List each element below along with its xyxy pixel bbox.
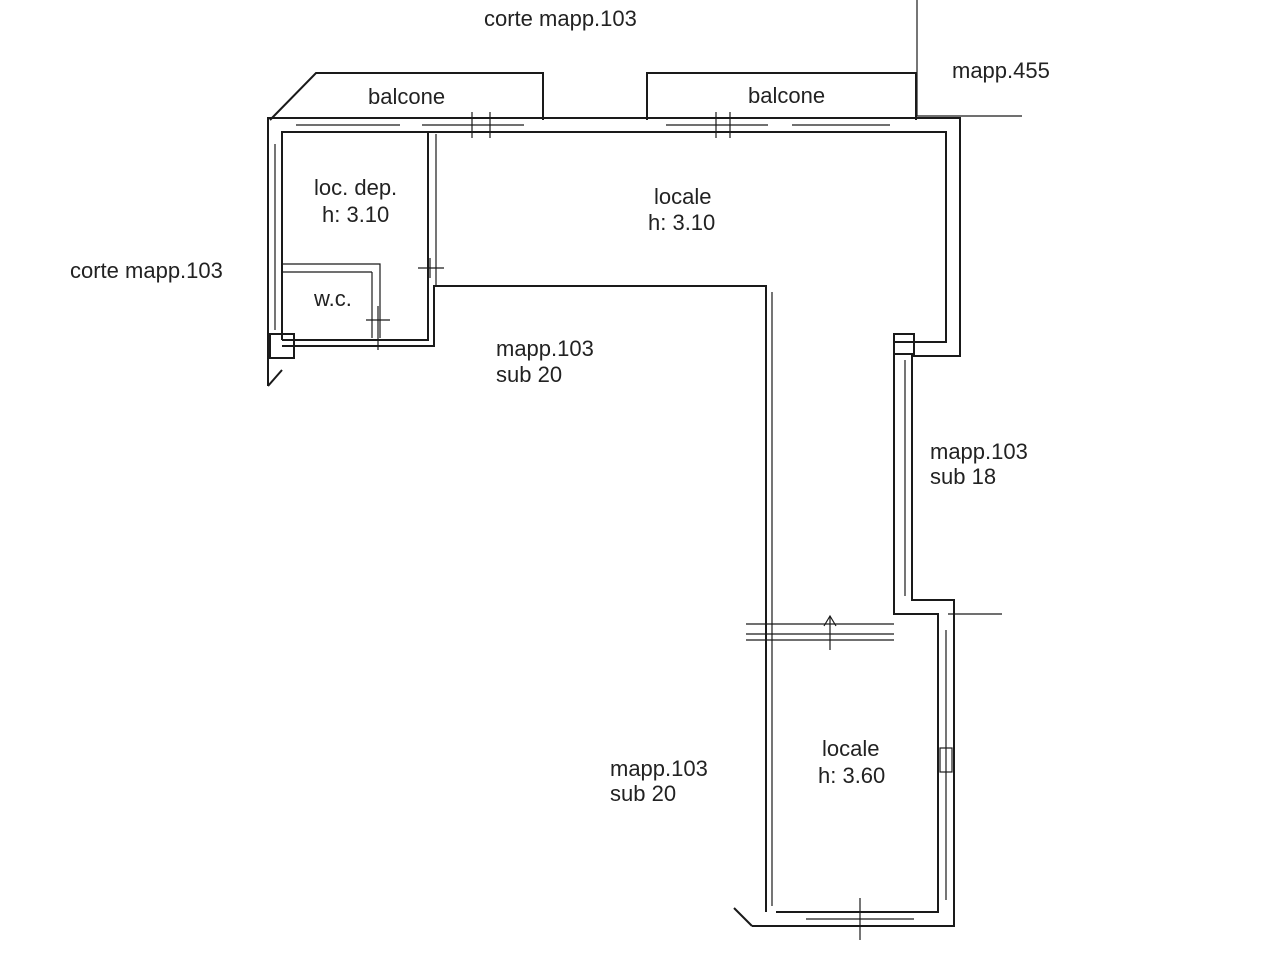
balcone-left [269, 72, 544, 121]
label-mapp103-sub20-a-1: mapp.103 [496, 336, 594, 361]
doors [366, 258, 894, 650]
label-locale-top: locale [654, 184, 711, 209]
label-locale-bottom: locale [822, 736, 879, 761]
label-loc-dep-height: h: 3.10 [322, 202, 389, 227]
label-corte-top: corte mapp.103 [484, 6, 637, 31]
property-lines [916, 0, 1022, 615]
label-mapp-455: mapp.455 [952, 58, 1050, 83]
label-locale-top-height: h: 3.10 [648, 210, 715, 235]
label-mapp103-sub18-2: sub 18 [930, 464, 996, 489]
inner-walls [282, 132, 773, 912]
label-mapp103-sub20-b-2: sub 20 [610, 781, 676, 806]
windows-side [274, 144, 953, 940]
label-mapp103-sub20-a-2: sub 20 [496, 362, 562, 387]
balcone-right [646, 72, 917, 120]
label-corte-left: corte mapp.103 [70, 258, 223, 283]
label-loc-dep: loc. dep. [314, 175, 397, 200]
outer-walls [267, 117, 961, 927]
windows-top [296, 112, 890, 138]
plan-labels: corte mapp.103 mapp.455 balcone balcone … [70, 6, 1050, 806]
label-mapp103-sub18-1: mapp.103 [930, 439, 1028, 464]
label-mapp103-sub20-b-1: mapp.103 [610, 756, 708, 781]
label-balcone-right: balcone [748, 83, 825, 108]
label-balcone-left: balcone [368, 84, 445, 109]
label-locale-bottom-height: h: 3.60 [818, 763, 885, 788]
label-wc: w.c. [313, 286, 352, 311]
